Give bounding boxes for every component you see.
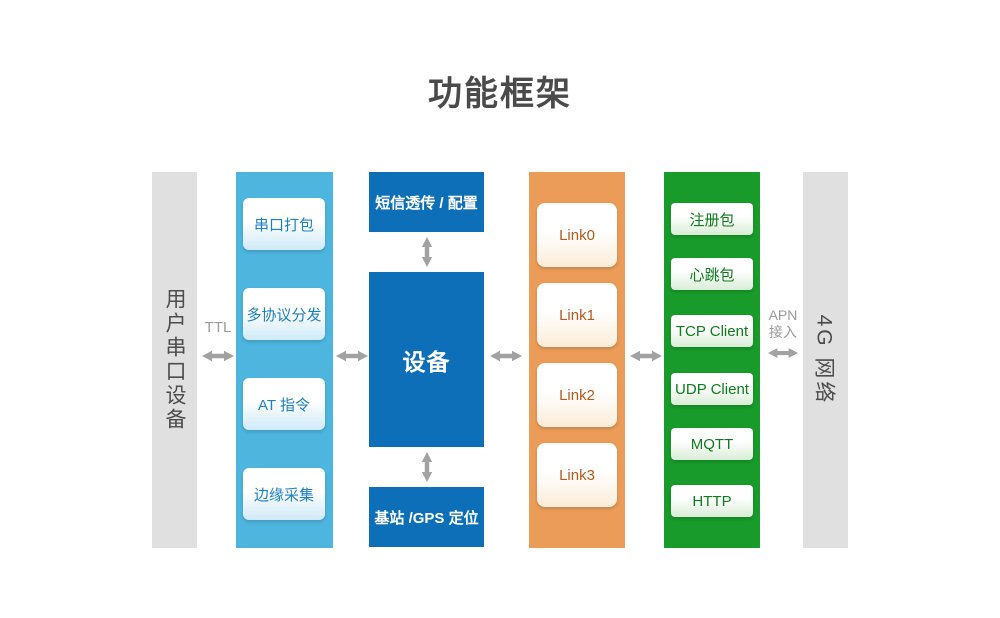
apn-label-line1: APN	[768, 307, 798, 323]
panel-user-serial-device: 用户串口设备	[152, 172, 197, 548]
link3-box: Link3	[537, 443, 617, 507]
double-arrow-horizontal-icon	[768, 347, 798, 359]
user-serial-device-label: 用户串口设备	[163, 288, 186, 432]
device-gps-label: 基站 /GPS 定位	[374, 509, 479, 527]
feature-label: AT 指令	[258, 396, 310, 414]
column-links: Link0 Link1 Link2 Link3	[529, 172, 625, 548]
feature-label: 边缘采集	[253, 486, 314, 504]
ttl-label: TTL	[204, 319, 232, 336]
device-sms-config-box: 短信透传 / 配置	[369, 172, 484, 232]
double-arrow-horizontal-icon	[336, 350, 368, 362]
udp-client-box: UDP Client	[671, 373, 753, 405]
device-sms-config-label: 短信透传 / 配置	[375, 194, 478, 212]
apn-access-label: APN 接入	[760, 307, 806, 341]
panel-4g-network: 4G 网络	[803, 172, 848, 548]
link2-box: Link2	[537, 363, 617, 427]
link1-box: Link1	[537, 283, 617, 347]
feature-box-multi-protocol: 多协议分发	[243, 288, 325, 340]
protocol-label: MQTT	[690, 435, 734, 453]
double-arrow-vertical-icon	[421, 452, 433, 482]
feature-box-serial-pack: 串口打包	[243, 198, 325, 250]
link-label: Link0	[559, 226, 595, 244]
register-packet-box: 注册包	[671, 203, 753, 235]
device-main-box: 设备	[369, 272, 484, 447]
mqtt-box: MQTT	[671, 428, 753, 460]
column-serial-features: 串口打包 多协议分发 AT 指令 边缘采集	[236, 172, 333, 548]
protocol-label: 心跳包	[689, 266, 735, 284]
link-label: Link1	[559, 306, 595, 324]
link-label: Link3	[559, 466, 595, 484]
heartbeat-packet-box: 心跳包	[671, 258, 753, 290]
feature-box-edge-collect: 边缘采集	[243, 468, 325, 520]
link-label: Link2	[559, 386, 595, 404]
double-arrow-vertical-icon	[421, 237, 433, 267]
http-box: HTTP	[671, 485, 753, 517]
device-gps-box: 基站 /GPS 定位	[369, 487, 484, 547]
feature-box-at-command: AT 指令	[243, 378, 325, 430]
feature-label: 多协议分发	[246, 306, 322, 324]
column-protocols: 注册包 心跳包 TCP Client UDP Client MQTT HTTP	[664, 172, 760, 548]
protocol-label: HTTP	[692, 492, 732, 510]
page-title: 功能框架	[428, 75, 572, 113]
feature-label: 串口打包	[253, 216, 314, 234]
link0-box: Link0	[537, 203, 617, 267]
device-main-label: 设备	[402, 348, 451, 375]
protocol-label: 注册包	[689, 211, 735, 229]
protocol-label: UDP Client	[675, 380, 749, 398]
double-arrow-horizontal-icon	[202, 350, 234, 362]
apn-label-line2: 接入	[769, 324, 797, 340]
double-arrow-horizontal-icon	[630, 350, 662, 362]
protocol-label: TCP Client	[675, 322, 749, 340]
tcp-client-box: TCP Client	[671, 315, 753, 347]
4g-network-label: 4G 网络	[812, 314, 836, 406]
double-arrow-horizontal-icon	[490, 350, 522, 362]
